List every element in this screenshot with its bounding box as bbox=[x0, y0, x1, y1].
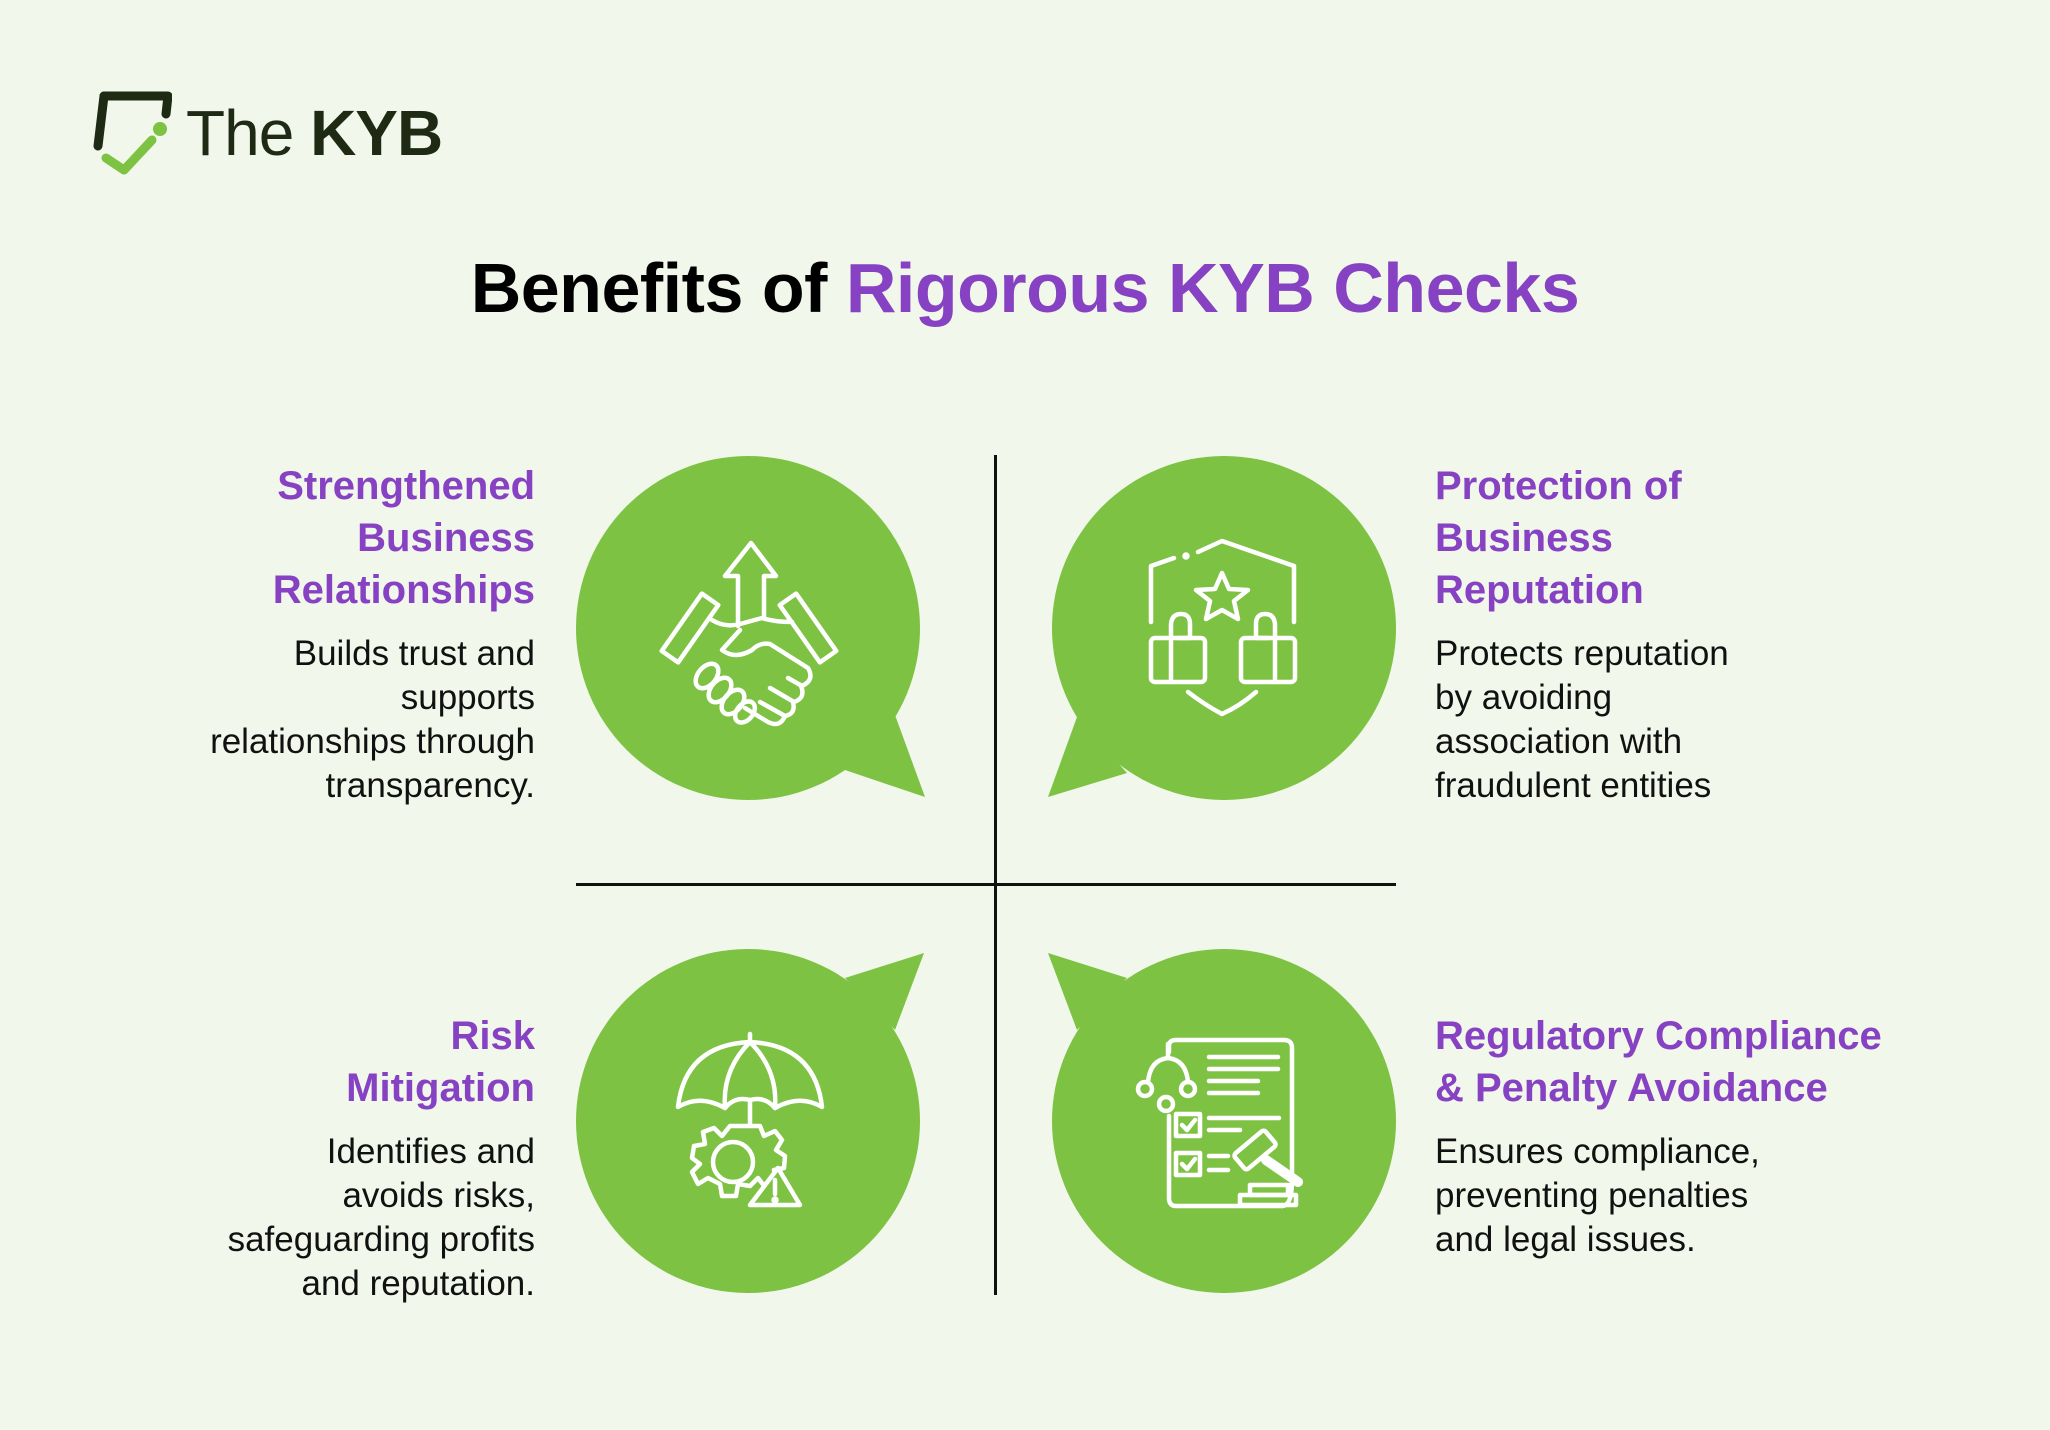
benefit-heading: Regulatory Compliance & Penalty Avoidanc… bbox=[1435, 1010, 1955, 1114]
brand-name-prefix: The bbox=[186, 97, 294, 169]
benefit-strengthened-relationships: Strengthened Business Relationships Buil… bbox=[115, 460, 535, 808]
vertical-divider bbox=[994, 455, 997, 1295]
desc-line: avoids risks, bbox=[342, 1176, 535, 1215]
desc-line: and legal issues. bbox=[1435, 1220, 1696, 1259]
shield-thumbs-up-star-icon bbox=[1148, 538, 1298, 717]
desc-line: Builds trust and bbox=[293, 634, 535, 673]
horizontal-divider bbox=[576, 883, 1396, 886]
heading-line: Mitigation bbox=[346, 1066, 535, 1110]
benefit-description: Identifies and avoids risks, safeguardin… bbox=[115, 1130, 535, 1306]
benefit-risk-mitigation: Risk Mitigation Identifies and avoids ri… bbox=[115, 1010, 535, 1306]
brand-logo: The KYB bbox=[92, 88, 443, 178]
desc-line: fraudulent entities bbox=[1435, 766, 1712, 805]
desc-line: Identifies and bbox=[326, 1132, 535, 1171]
heading-line: Reputation bbox=[1435, 568, 1644, 612]
heading-line: Business bbox=[357, 516, 535, 560]
handshake-growth-icon bbox=[659, 540, 839, 727]
benefit-heading: Risk Mitigation bbox=[115, 1010, 535, 1114]
bubble-top-right bbox=[1048, 456, 1396, 800]
shield-check-logo-icon bbox=[93, 91, 172, 175]
benefit-regulatory-compliance: Regulatory Compliance & Penalty Avoidanc… bbox=[1435, 1010, 1955, 1262]
heading-line: Business bbox=[1435, 516, 1613, 560]
heading-line: Strengthened bbox=[277, 464, 535, 508]
benefit-protection-reputation: Protection of Business Reputation Protec… bbox=[1435, 460, 1835, 808]
page-title: Benefits of Rigorous KYB Checks bbox=[0, 248, 2050, 328]
benefit-description: Protects reputation by avoiding associat… bbox=[1435, 632, 1835, 808]
bubble-bottom-right bbox=[1048, 949, 1396, 1293]
desc-line: Ensures compliance, bbox=[1435, 1132, 1760, 1171]
desc-line: preventing penalties bbox=[1435, 1176, 1749, 1215]
desc-line: transparency. bbox=[325, 766, 535, 805]
brand-name: The KYB bbox=[186, 101, 443, 165]
desc-line: safeguarding profits bbox=[227, 1220, 535, 1259]
heading-line: Protection of bbox=[1435, 464, 1682, 508]
bubble-bottom-left bbox=[576, 949, 924, 1293]
desc-line: Protects reputation bbox=[1435, 634, 1729, 673]
desc-line: and reputation. bbox=[301, 1264, 535, 1303]
umbrella-gear-warning-icon bbox=[675, 1031, 825, 1208]
benefit-description: Ensures compliance, preventing penalties… bbox=[1435, 1130, 1955, 1262]
title-accent: Rigorous KYB Checks bbox=[845, 249, 1580, 327]
title-prefix: Benefits of bbox=[470, 249, 828, 327]
benefit-description: Builds trust and supports relationships … bbox=[115, 632, 535, 808]
benefit-heading: Protection of Business Reputation bbox=[1435, 460, 1835, 616]
heading-line: Risk bbox=[450, 1014, 536, 1058]
desc-line: by avoiding bbox=[1435, 678, 1613, 717]
desc-line: association with bbox=[1435, 722, 1683, 761]
heading-line: Regulatory Compliance bbox=[1435, 1014, 1882, 1058]
desc-line: relationships through bbox=[210, 722, 535, 761]
benefit-heading: Strengthened Business Relationships bbox=[115, 460, 535, 616]
desc-line: supports bbox=[400, 678, 535, 717]
bubble-top-left bbox=[576, 456, 925, 800]
legal-document-gavel-icon bbox=[1135, 1037, 1303, 1209]
heading-line: & Penalty Avoidance bbox=[1435, 1066, 1828, 1110]
brand-name-main: KYB bbox=[310, 97, 443, 169]
heading-line: Relationships bbox=[272, 568, 535, 612]
